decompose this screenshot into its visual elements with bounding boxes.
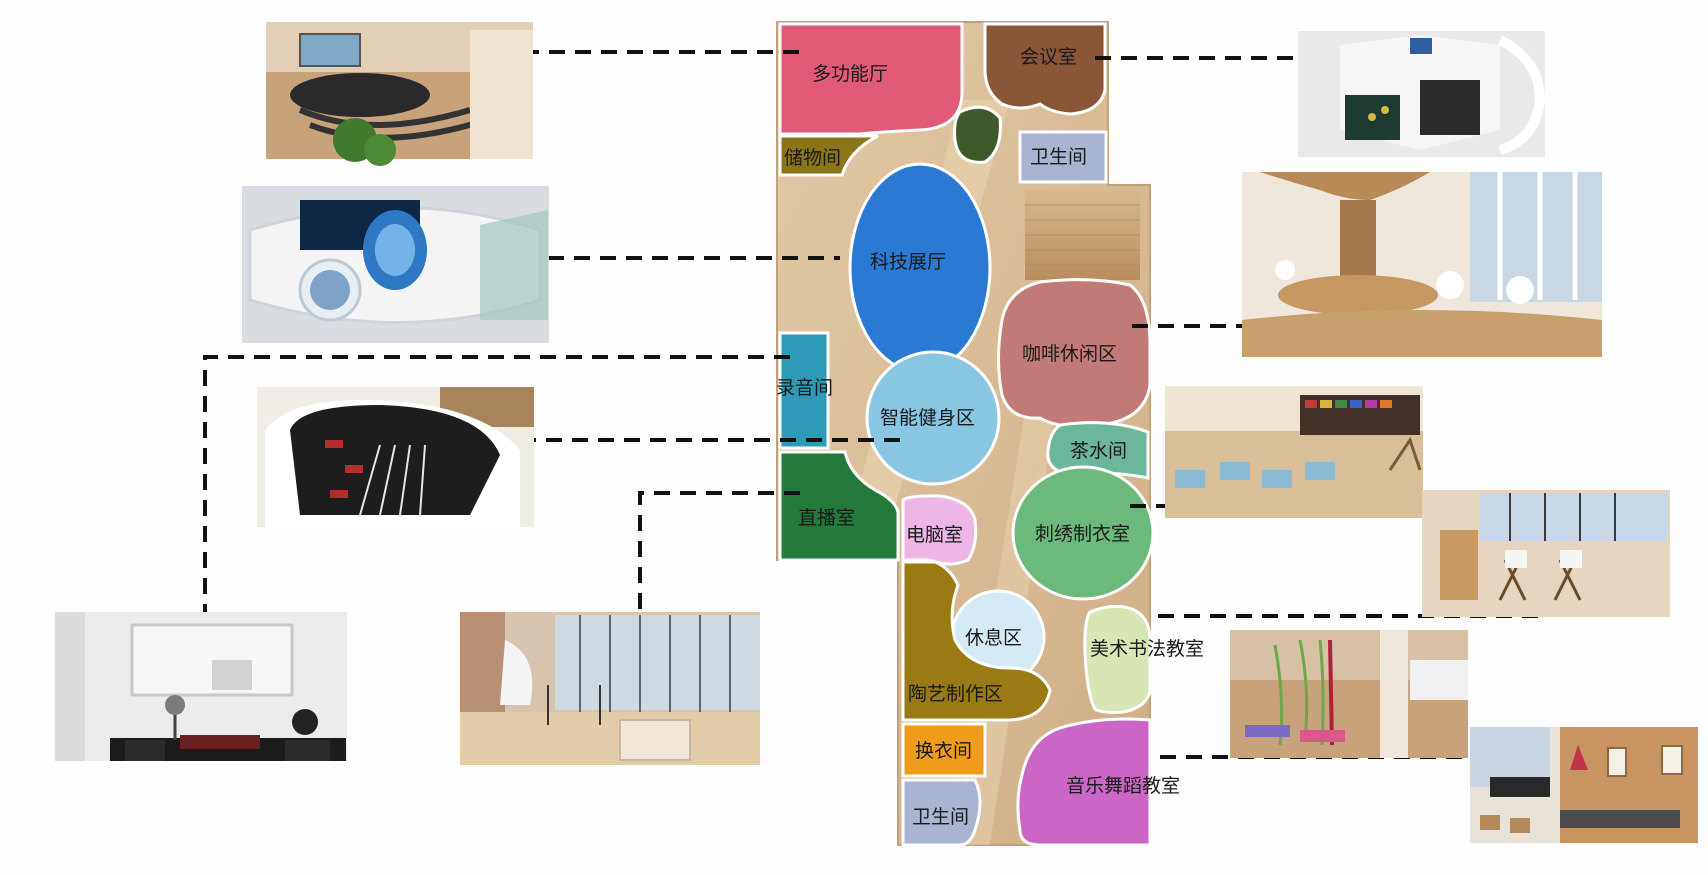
dance-photo[interactable]	[1230, 630, 1468, 758]
zone-weisheng1[interactable]	[1018, 130, 1108, 184]
cafe-photo[interactable]	[1242, 172, 1602, 357]
zone-label-weisheng2: 卫生间	[912, 806, 969, 828]
zone-luyin[interactable]	[778, 331, 830, 450]
zone-huiyi[interactable]	[983, 22, 1107, 116]
exhibit-photo[interactable]	[242, 186, 549, 343]
auditorium-photo[interactable]	[266, 22, 533, 166]
zone-label-huanyi: 换衣间	[915, 740, 972, 762]
zone-duogongneng[interactable]	[778, 22, 964, 136]
zone-label-duogongneng: 多功能厅	[812, 63, 888, 85]
zone-label-weisheng1: 卫生间	[1030, 146, 1087, 168]
zone-label-keji: 科技展厅	[870, 251, 946, 273]
zone-label-diannao: 电脑室	[906, 524, 963, 546]
zone-meishu-classroom-shape[interactable]	[1083, 604, 1152, 714]
zone-label-taoyi: 陶艺制作区	[908, 683, 1003, 705]
zone-label-chuwu: 储物间	[784, 147, 841, 169]
zone-label-jianshen: 智能健身区	[880, 407, 975, 429]
zone-label-huiyi: 会议室	[1020, 46, 1077, 68]
zone-yinyue[interactable]	[1016, 717, 1152, 847]
zone-label-kafei: 咖啡休闲区	[1022, 343, 1117, 365]
zone-diannao[interactable]	[901, 494, 978, 566]
music-photo[interactable]	[1470, 727, 1698, 843]
zone-label-zhibo: 直播室	[798, 507, 855, 529]
workshop-photo[interactable]	[1165, 386, 1423, 518]
zone-cixiu[interactable]	[1011, 465, 1155, 601]
studio-photo[interactable]	[460, 612, 760, 765]
zones	[778, 22, 1155, 847]
zone-huanyi[interactable]	[901, 722, 987, 778]
zone-chuwu[interactable]	[778, 134, 879, 177]
fitness-photo[interactable]	[257, 387, 534, 527]
zone-label-yinyue: 音乐舞蹈教室	[1066, 775, 1180, 797]
zone-label-xiuxi: 休息区	[965, 627, 1022, 649]
zone-label-cixiu: 刺绣制衣室	[1035, 523, 1130, 545]
leader-recording	[203, 355, 790, 612]
render-photos	[55, 22, 1698, 843]
zone-weisheng2[interactable]	[901, 778, 982, 847]
zone-taoyi[interactable]	[901, 560, 1052, 722]
leader-livestream	[638, 491, 800, 612]
zone-zhibo[interactable]	[778, 450, 900, 562]
zone-label-meishu: 美术书法教室	[1090, 638, 1204, 660]
zone-label-luyin: 录音间	[776, 377, 833, 399]
recording-photo[interactable]	[55, 612, 347, 761]
zone-jianshen[interactable]	[865, 350, 1001, 486]
art-photo[interactable]	[1422, 490, 1670, 617]
planter	[953, 105, 1002, 164]
zone-labels: 多功能厅 会议室 储物间 卫生间 科技展厅 咖啡休闲区 录音间 智能健身区 茶水…	[776, 46, 1204, 828]
meeting-photo[interactable]	[1298, 31, 1546, 157]
zone-label-chashui: 茶水间	[1070, 440, 1127, 462]
